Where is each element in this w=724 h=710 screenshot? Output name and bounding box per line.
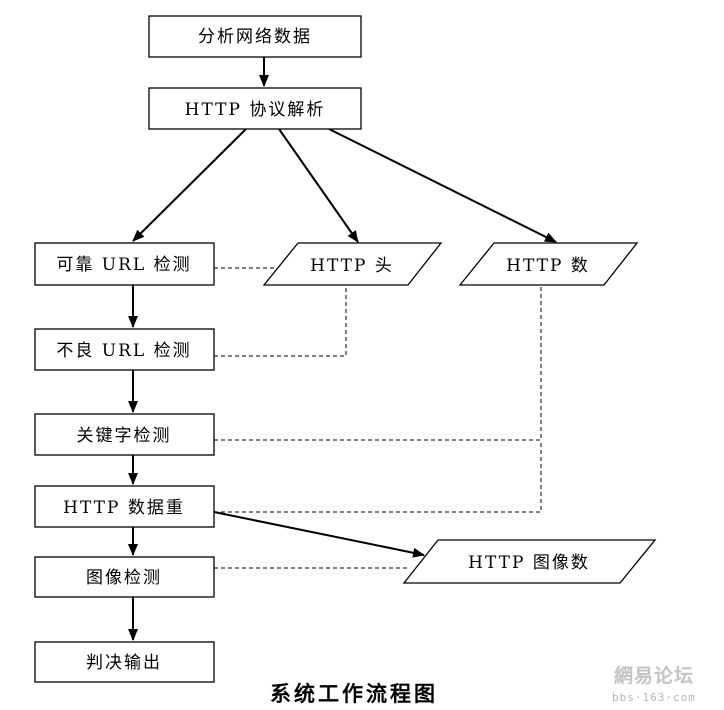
arrow-reassembly-to-http-image-data (213, 511, 425, 558)
node-bad-url-check: 不良 URL 检测 (34, 328, 215, 371)
node-label: HTTP 数据重 (63, 498, 185, 518)
diagram-caption: 系统工作流程图 (270, 682, 438, 706)
arrow-parse-to-http-data (328, 128, 557, 243)
arrow-parse-to-http-header (278, 128, 359, 243)
node-verdict-output: 判决输出 (34, 641, 215, 683)
node-label: HTTP 协议解析 (185, 100, 326, 120)
data-http-data: HTTP 数 (458, 242, 639, 286)
data-http-header: HTTP 头 (262, 242, 443, 286)
watermark-brand: 網易论坛 (614, 664, 694, 687)
dashed-link-reassembly-http-data (214, 440, 542, 513)
node-http-data-reassembly: HTTP 数据重 (34, 485, 215, 528)
node-analyze-network-data: 分析网络数据 (148, 15, 362, 58)
node-image-check: 图像检测 (34, 556, 215, 598)
node-label: 判决输出 (86, 653, 162, 673)
watermark-logo: 網易论坛 bbs·163·com (612, 664, 696, 704)
watermark-url: bbs·163·com (612, 691, 696, 704)
data-label: HTTP 图像数 (468, 553, 590, 573)
arrow-parse-to-reliable-url (132, 128, 247, 242)
dashed-link-bad-url-http-header (214, 285, 347, 357)
node-label: 分析网络数据 (198, 27, 312, 47)
node-label: 关键字检测 (77, 426, 172, 446)
node-label: 图像检测 (86, 568, 162, 588)
node-reliable-url-check: 可靠 URL 检测 (34, 242, 215, 286)
data-label: HTTP 数 (506, 256, 590, 276)
node-label: 可靠 URL 检测 (56, 255, 191, 275)
dashed-link-keyword-http-data (214, 285, 542, 441)
data-http-image-data: HTTP 图像数 (402, 539, 657, 584)
data-label: HTTP 头 (310, 256, 394, 276)
node-http-protocol-parse: HTTP 协议解析 (148, 87, 362, 130)
node-label: 不良 URL 检测 (56, 341, 191, 361)
node-keyword-check: 关键字检测 (34, 413, 215, 456)
